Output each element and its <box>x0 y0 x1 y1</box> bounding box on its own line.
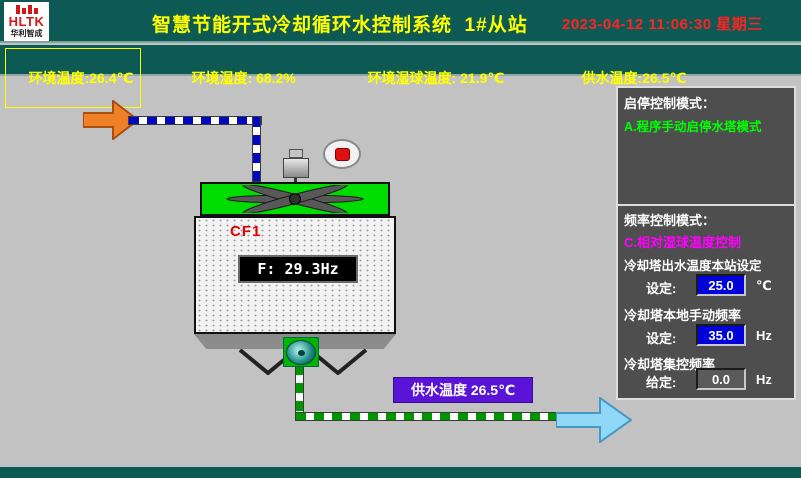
motor-cap <box>289 149 303 158</box>
manual-frequency-label: 冷却塔本地手动频率 <box>624 308 742 323</box>
control-panel: 启停控制模式： A.程序手动启停水塔模式 频率控制模式： C.相对湿球温度控制 … <box>616 86 796 400</box>
central-frequency-row: 给定: Hz <box>618 368 794 392</box>
supply-temp-label: 供水温度 26.5℃ <box>393 377 533 403</box>
footer-bar <box>0 467 801 478</box>
logo-brand-text: HLTK <box>8 14 45 29</box>
outlet-temp-field-label: 设定: <box>646 281 677 296</box>
manual-frequency-setpoint-input[interactable] <box>696 324 746 346</box>
supply-temp-label-top: 供水温度: <box>581 70 643 86</box>
manual-frequency-row: 设定: Hz <box>618 324 794 348</box>
pump-icon <box>286 340 316 365</box>
fan-housing <box>200 182 390 216</box>
start-stop-mode-title: 启停控制模式： <box>624 96 716 111</box>
central-frequency-label: 冷却塔集控频率 <box>624 357 716 372</box>
stop-button-icon <box>334 147 350 161</box>
humidity-value: 68.2% <box>256 70 296 86</box>
status-item-supply-temp: 供水温度:26.5℃ <box>566 52 687 104</box>
central-frequency-field-label: 给定: <box>646 375 677 390</box>
wet-bulb-temp-label: 环境湿球温度: <box>367 70 461 86</box>
stop-button[interactable] <box>323 139 361 169</box>
central-frequency-unit: Hz <box>756 372 772 387</box>
frequency-mode-title: 频率控制模式： <box>624 213 716 228</box>
tower-name: CF1 <box>230 223 262 240</box>
inlet-pipe-horizontal <box>128 116 262 125</box>
outlet-pipe-vertical <box>295 364 304 418</box>
start-stop-mode-value[interactable]: A.程序手动启停水塔模式 <box>624 120 762 134</box>
frequency-mode-value[interactable]: C.相对湿球温度控制 <box>624 235 742 250</box>
outlet-temp-setpoint-input[interactable] <box>696 274 746 296</box>
datetime-display: 2023-04-12 11:06:30 星期三 <box>562 16 763 33</box>
central-frequency-input[interactable] <box>696 368 746 390</box>
app-header: HLTK 华利智成 智慧节能开式冷却循环水控制系统 1#从站 2023-04-1… <box>0 0 801 43</box>
outlet-arrow-icon <box>556 397 632 443</box>
wet-bulb-temp-value: 21.9℃ <box>460 70 505 86</box>
ambient-temp-label: 环境温度: <box>28 70 90 86</box>
motor-icon <box>283 158 309 178</box>
status-bar: 环境温度:26.4℃ 环境湿度: 68.2% 环境湿球温度: 21.9℃ 供水温… <box>0 45 801 108</box>
outlet-temp-unit: ℃ <box>756 278 772 293</box>
app-title: 智慧节能开式冷却循环水控制系统 1#从站 <box>152 15 528 36</box>
humidity-label: 环境湿度: <box>191 70 257 86</box>
status-item-ambient-temp: 环境温度:26.4℃ <box>5 48 142 108</box>
fan-icon <box>226 185 364 213</box>
logo-bars-icon <box>15 5 38 14</box>
brand-logo: HLTK 华利智成 <box>4 2 49 41</box>
ambient-temp-value: 26.4℃ <box>89 70 134 86</box>
manual-frequency-unit: Hz <box>756 328 772 343</box>
frequency-display: F: 29.3Hz <box>238 255 358 283</box>
outlet-temp-setpoint-label: 冷却塔出水温度本站设定 <box>624 259 762 273</box>
inlet-arrow-icon <box>83 100 139 140</box>
status-item-humidity: 环境湿度: 68.2% <box>176 52 296 104</box>
cooling-tower-body: CF1 F: 29.3Hz <box>194 216 396 334</box>
status-item-wet-bulb-temp: 环境湿球温度: 21.9℃ <box>352 52 505 104</box>
manual-frequency-field-label: 设定: <box>646 331 677 346</box>
outlet-temp-setpoint-row: 设定: ℃ <box>618 274 794 298</box>
panel-divider <box>618 204 794 206</box>
supply-temp-value-top: 26.5℃ <box>642 70 687 86</box>
inlet-pipe-vertical <box>252 116 261 182</box>
logo-company-text: 华利智成 <box>10 29 43 38</box>
